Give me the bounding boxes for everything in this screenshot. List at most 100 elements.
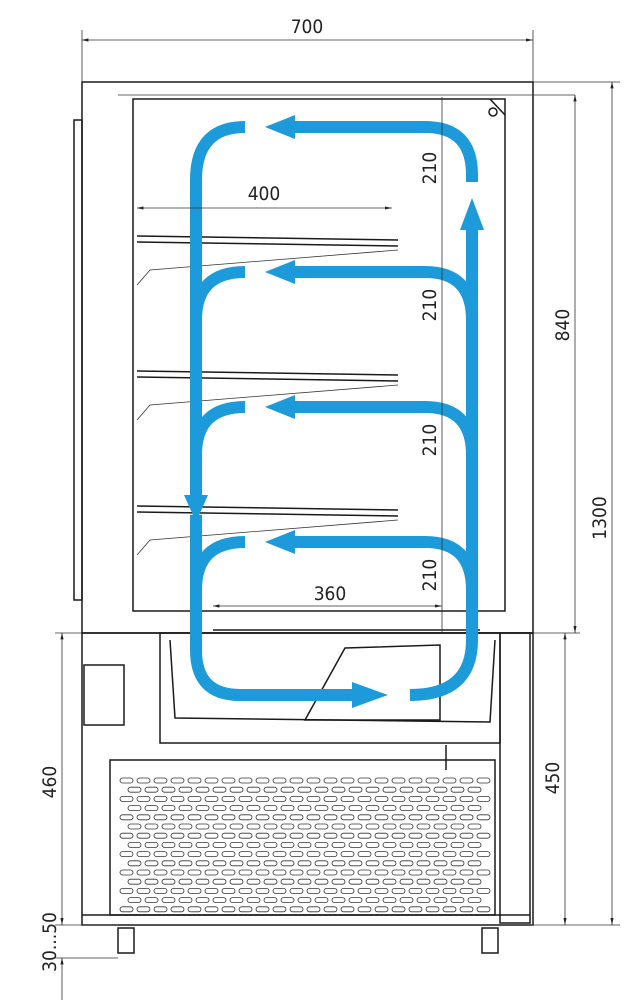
vent-slot [255,814,270,821]
vent-slot [374,851,389,857]
vent-slot [442,814,457,821]
airflow-down-arrow [184,495,208,522]
airflow-right-arrow [352,682,388,708]
vent-slot [119,777,134,784]
vent-slot [374,906,389,913]
vent-slot [212,860,227,867]
vent-slot [229,878,244,885]
vent-slot [442,796,457,802]
vent-slot [195,823,210,830]
vent-slot [221,832,236,839]
vent-slot [263,823,278,830]
vent-slot [450,860,465,867]
vent-slot [170,906,185,913]
vent-slot [221,777,236,784]
vent-slot [391,869,406,876]
vent-slot [238,777,253,784]
vent-slot [187,777,202,784]
vent-slot [382,823,397,830]
left-foot [117,927,135,954]
vent-slot [357,888,372,894]
vent-slot [365,842,380,848]
vent-slot [297,823,312,830]
vent-slot [357,906,372,913]
vent-slot [433,786,448,793]
vent-slot [195,786,210,793]
vent-slot [408,869,423,876]
vent-slot [153,796,168,802]
vent-slot [127,897,142,903]
vent-slot [297,842,312,848]
vent-slot [391,777,406,784]
vent-slot [136,777,151,784]
vent-slot [425,777,440,784]
vent-slot [357,777,372,784]
vent-slot [170,814,185,821]
vent-slot [178,823,193,830]
vent-slot [280,878,295,885]
vent-slot [450,823,465,830]
vent-slot [153,814,168,821]
vent-slot [323,888,338,894]
vent-slot [212,842,227,848]
vent-slot [119,851,134,857]
vent-slot [476,814,491,821]
vent-slot [348,860,363,867]
vent-slot [433,878,448,885]
vent-slot [442,832,457,839]
vent-slot [153,832,168,839]
vent-slot [212,823,227,830]
vent-slot [425,851,440,857]
vent-slot [323,814,338,821]
vent-slot [161,805,176,811]
vent-slot [425,869,440,876]
vent-slot [340,851,355,857]
vent-slot [374,777,389,784]
vent-slot [340,832,355,839]
vent-slot [221,796,236,802]
vent-slot [272,888,287,894]
vent-slot [323,796,338,802]
vent-slot [280,842,295,848]
vent-slot [170,888,185,894]
vent-slot [127,878,142,885]
vent-slot [340,906,355,913]
shelf-1 [136,235,399,286]
vent-slot [195,897,210,903]
vent-slot [297,786,312,793]
vent-slot [391,906,406,913]
vent-slot [442,906,457,913]
vent-slot [348,897,363,903]
vent-slot [314,823,329,830]
ventilation-grille [119,777,491,913]
cabinet-body [73,81,575,954]
vent-slot [314,860,329,867]
vent-slot [229,897,244,903]
vent-slot [255,869,270,876]
vent-slot [416,842,431,848]
vent-slot [289,777,304,784]
vent-slot [127,805,142,811]
vent-slot [204,851,219,857]
vent-slot [399,842,414,848]
vent-slot [306,869,321,876]
vent-slot [459,832,474,839]
vent-slot [204,869,219,876]
vent-slot [187,814,202,821]
vent-slot [119,832,134,839]
right-foot [481,927,499,954]
vent-slot [408,888,423,894]
vent-slot [467,823,482,830]
vent-slot [136,832,151,839]
vent-slot [187,832,202,839]
vent-slot [331,842,346,848]
vent-slot [178,878,193,885]
dim-bottom-depth: 360 [314,583,347,605]
vent-slot [416,897,431,903]
vent-slot [246,842,261,848]
vent-slot [365,805,380,811]
shelves [136,235,480,631]
vent-slot [382,842,397,848]
vent-slot [229,786,244,793]
vent-slot [374,888,389,894]
